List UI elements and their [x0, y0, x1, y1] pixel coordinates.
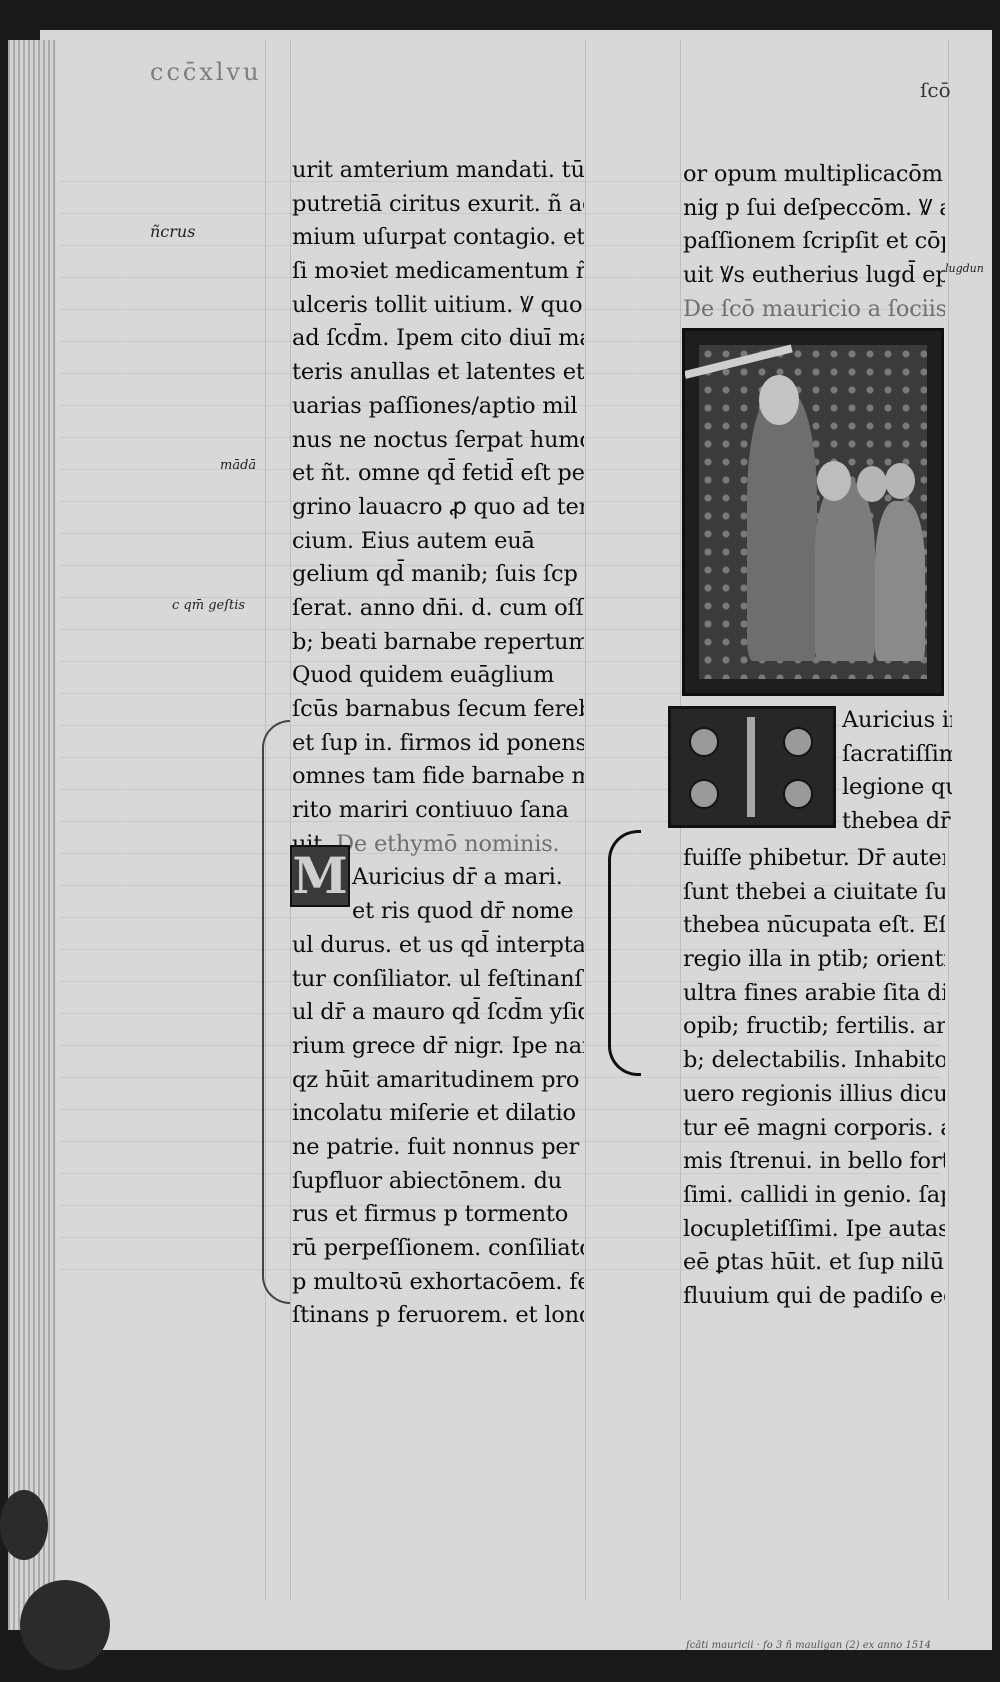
text-line: eē ꝑtas hūit. et ſup nilū [683, 1249, 945, 1276]
right-text-column: fuiſſe phibetur. Dr̄ autem ſunt thebei a … [683, 842, 945, 1314]
rubric-heading: De ethymō nominis. [336, 830, 560, 857]
text-line: ſerat. anno dn̄i. d. cum oſſi [292, 594, 584, 621]
text-line: qz hūit amaritudinem pro [292, 1066, 580, 1093]
initial-flourish [608, 830, 641, 1076]
text-line: mium uſurpat contagio. et [292, 224, 584, 251]
text-line: ſunt thebei a ciuitate ſua q̄ [683, 878, 945, 905]
initial-letter-m: M [290, 845, 350, 907]
text-line: regio illa in ptib; orientis [683, 946, 945, 973]
text-line: thebea nūcupata eſt. Eſt a [683, 912, 945, 939]
column-rule [265, 40, 266, 1600]
text-line: tur eē magni corporis. ar [683, 1114, 945, 1141]
text-line: rū perpeſſionem. conſiliator [292, 1235, 584, 1261]
text-line: urit amterium mandati. tū [292, 157, 584, 183]
reader-thumb [20, 1580, 110, 1670]
column-rule [290, 40, 291, 1600]
ornament [747, 717, 755, 817]
text-line: legione que [842, 774, 952, 801]
text-line: ul dr̄ a mauro qd̄ ſcd̄m yſido [292, 999, 584, 1026]
text-line: Quod quidem euāglium [292, 662, 555, 689]
text-line: rus et firmus p tormento [292, 1201, 569, 1228]
text-line: grino lauacro ꝓ quo ad ter [292, 493, 584, 520]
text-line: Auricius dr̄ a mari. [352, 864, 563, 891]
text-line: mis ſtrenui. in bello fortiſ [683, 1148, 945, 1175]
martyr-head [857, 466, 887, 502]
margin-note: mādā [220, 458, 257, 473]
text-line: ſi moꝛiet medicamentum ñ [292, 258, 584, 285]
ornament [689, 727, 719, 757]
text-line: locupletiſſimi. Ipe autas [683, 1215, 945, 1242]
text-line: nig p ſui deſpeccōm. Ꝟ anius [683, 194, 945, 221]
text-line: paſſionem ſcripſit et cōpila [683, 228, 945, 255]
margin-note: ñcrus [150, 222, 196, 241]
text-line: ſtinans p feruorem. et lono [292, 1302, 584, 1329]
running-head: ccc̄xlvu [150, 58, 262, 86]
shelf-note: ſcāti mauricii · fo 3 ñ mauligan (2) ex … [686, 1640, 931, 1651]
text-line: et ris quod dr̄ nome [352, 898, 574, 925]
reader-thumb [0, 1490, 48, 1560]
text-line: p multoꝛū exhortacōem. fe [292, 1268, 584, 1295]
chapter-title: De ſcō mauricio a ſociis eius. [683, 295, 945, 322]
martyr-head [817, 461, 851, 501]
text-line: ul durus. et us qd̄ interpta [292, 931, 584, 958]
text-line: ſimi. callidi in genio. ſapia [683, 1181, 945, 1208]
text-line: thebea dr̄ dux [842, 808, 952, 835]
initial-letter-m-large [668, 706, 836, 828]
left-text-column: urit amterium mandati. tū putretiā ciritu… [292, 154, 584, 1333]
margin-note: c qm̄ geſtis [172, 598, 246, 613]
text-line: tur conſiliator. ul feſtinanſ. [292, 965, 584, 992]
text-line: Auricius in [842, 707, 952, 733]
miniature-painting [682, 328, 944, 696]
text-line: cium. Eius autem euā [292, 527, 535, 554]
executioner-head [759, 375, 799, 425]
text-line: b; beati barnabe repertum eſt. [292, 628, 584, 655]
text-line: ultra fines arabie ſita diui [683, 979, 945, 1006]
text-line: fluuium qui de padiſo egre [683, 1282, 945, 1309]
text-line: et ſup in. firmos id ponens [292, 729, 584, 756]
text-line: nus ne noctus ſerpat humor. [292, 426, 584, 453]
ornament [689, 779, 719, 809]
text-line: ſcūs barnabus ſecum ferebat. [292, 696, 584, 722]
text-line: putretiā ciritus exurit. ñ ad [292, 190, 584, 217]
martyr-figure [875, 501, 925, 661]
text-line: ulceris tollit uitium. Ꝟ quo [292, 291, 583, 318]
text-line: ad ſcd̄m. Ipem cito diuī ma [292, 325, 584, 352]
martyr-head [885, 463, 915, 499]
text-line: b; delectabilis. Inhabitores [683, 1047, 945, 1074]
text-line: opib; fructib; fertilis. arbou [683, 1013, 945, 1040]
margin-note: lugdun [945, 262, 984, 275]
martyr-figure [815, 481, 875, 661]
text-line: ne patrie. fuit nonnus per [292, 1133, 580, 1160]
text-line: incolatu miſerie et dilatio [292, 1100, 576, 1127]
text-line: uarias paſſiones/aptio mil [292, 392, 578, 419]
text-line: ſupfluor abiectōnem. du [292, 1167, 562, 1194]
text-line: uit Ꝟs eutherius lugd̄ epc. [683, 262, 945, 289]
initial-side-lines: Auricius in ſacratiſſima legione que the… [842, 704, 952, 839]
text-line: fuiſſe phibetur. Dr̄ autem [683, 845, 945, 871]
page-edges [8, 40, 56, 1630]
executioner-figure [747, 391, 817, 661]
ornament [783, 727, 813, 757]
column-rule [585, 40, 586, 1600]
folio-mark: ſcō [920, 78, 951, 102]
ornament [783, 779, 813, 809]
text-line: ſacratiſſima [842, 740, 952, 767]
right-text-top: or opum multiplicacōm. nig p ſui deſpecc… [683, 158, 945, 326]
initial-flourish [262, 720, 290, 1304]
text-line: et ñt. omne qd̄ fetid̄ eſt pe [292, 460, 584, 487]
text-line: omnes tam fide barnabe me [292, 763, 584, 790]
text-line: teris anullas et latentes et [292, 359, 584, 386]
text-line: rito mariri contiuuo ſana [292, 797, 569, 824]
text-line: rium grece dr̄ nigr. Ipe nam [292, 1032, 584, 1059]
text-line: or opum multiplicacōm. [683, 161, 945, 187]
text-line: gelium qd̄ manib; ſuis ſcp [292, 561, 578, 588]
column-rule [948, 40, 949, 1600]
text-line: uero regionis illius dicun [683, 1080, 945, 1107]
